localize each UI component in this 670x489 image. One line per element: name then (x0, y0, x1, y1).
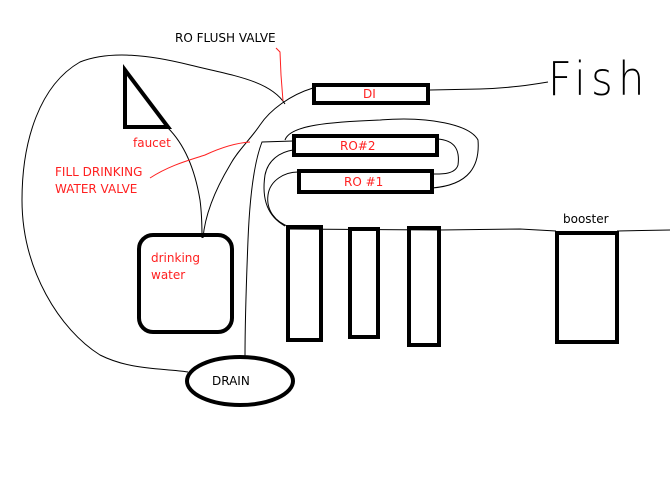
fish-label: Fish (548, 52, 650, 106)
drain (185, 355, 295, 407)
booster-label: booster (563, 212, 609, 226)
faucet-icon (123, 64, 173, 129)
ro1-filter (297, 169, 434, 194)
booster-tank (555, 231, 619, 344)
ro-outer-loop-pipe (284, 118, 479, 189)
drinking-water-label-2: water (151, 268, 186, 282)
drinking-water-label-1: drinking (151, 251, 200, 265)
fill-valve-pointer (149, 141, 251, 179)
fill-drinking-label-1: FILL DRINKING (55, 165, 143, 179)
tank-2 (348, 227, 380, 339)
faucet-to-drinking-pipe (167, 127, 203, 239)
fill-drinking-label-2: WATER VALVE (55, 182, 138, 196)
ro2-filter (292, 134, 439, 157)
ro1-label: RO #1 (344, 175, 384, 189)
drinking-water-tank (137, 233, 234, 334)
main-supply-line (286, 228, 670, 232)
ro-loop-pipe (263, 149, 294, 227)
ro-flush-valve-label: RO FLUSH VALVE (175, 31, 276, 45)
ro-connector-pipe (431, 138, 459, 175)
di-filter (312, 83, 430, 105)
ro2-label: RO#2 (340, 139, 376, 153)
ro2-to-drain-pipe (244, 140, 294, 358)
di-to-fish-pipe (429, 81, 549, 91)
tank-3 (407, 226, 441, 347)
flush-to-drinking-pipe (202, 87, 314, 239)
drain-label: DRAIN (212, 374, 250, 388)
outer-loop-pipe (21, 54, 286, 373)
ro-flush-pointer (275, 47, 284, 102)
tank-1 (286, 225, 323, 342)
faucet-label: faucet (133, 136, 171, 150)
ro1-inlet-pipe (267, 171, 299, 228)
di-label: DI (363, 87, 376, 101)
